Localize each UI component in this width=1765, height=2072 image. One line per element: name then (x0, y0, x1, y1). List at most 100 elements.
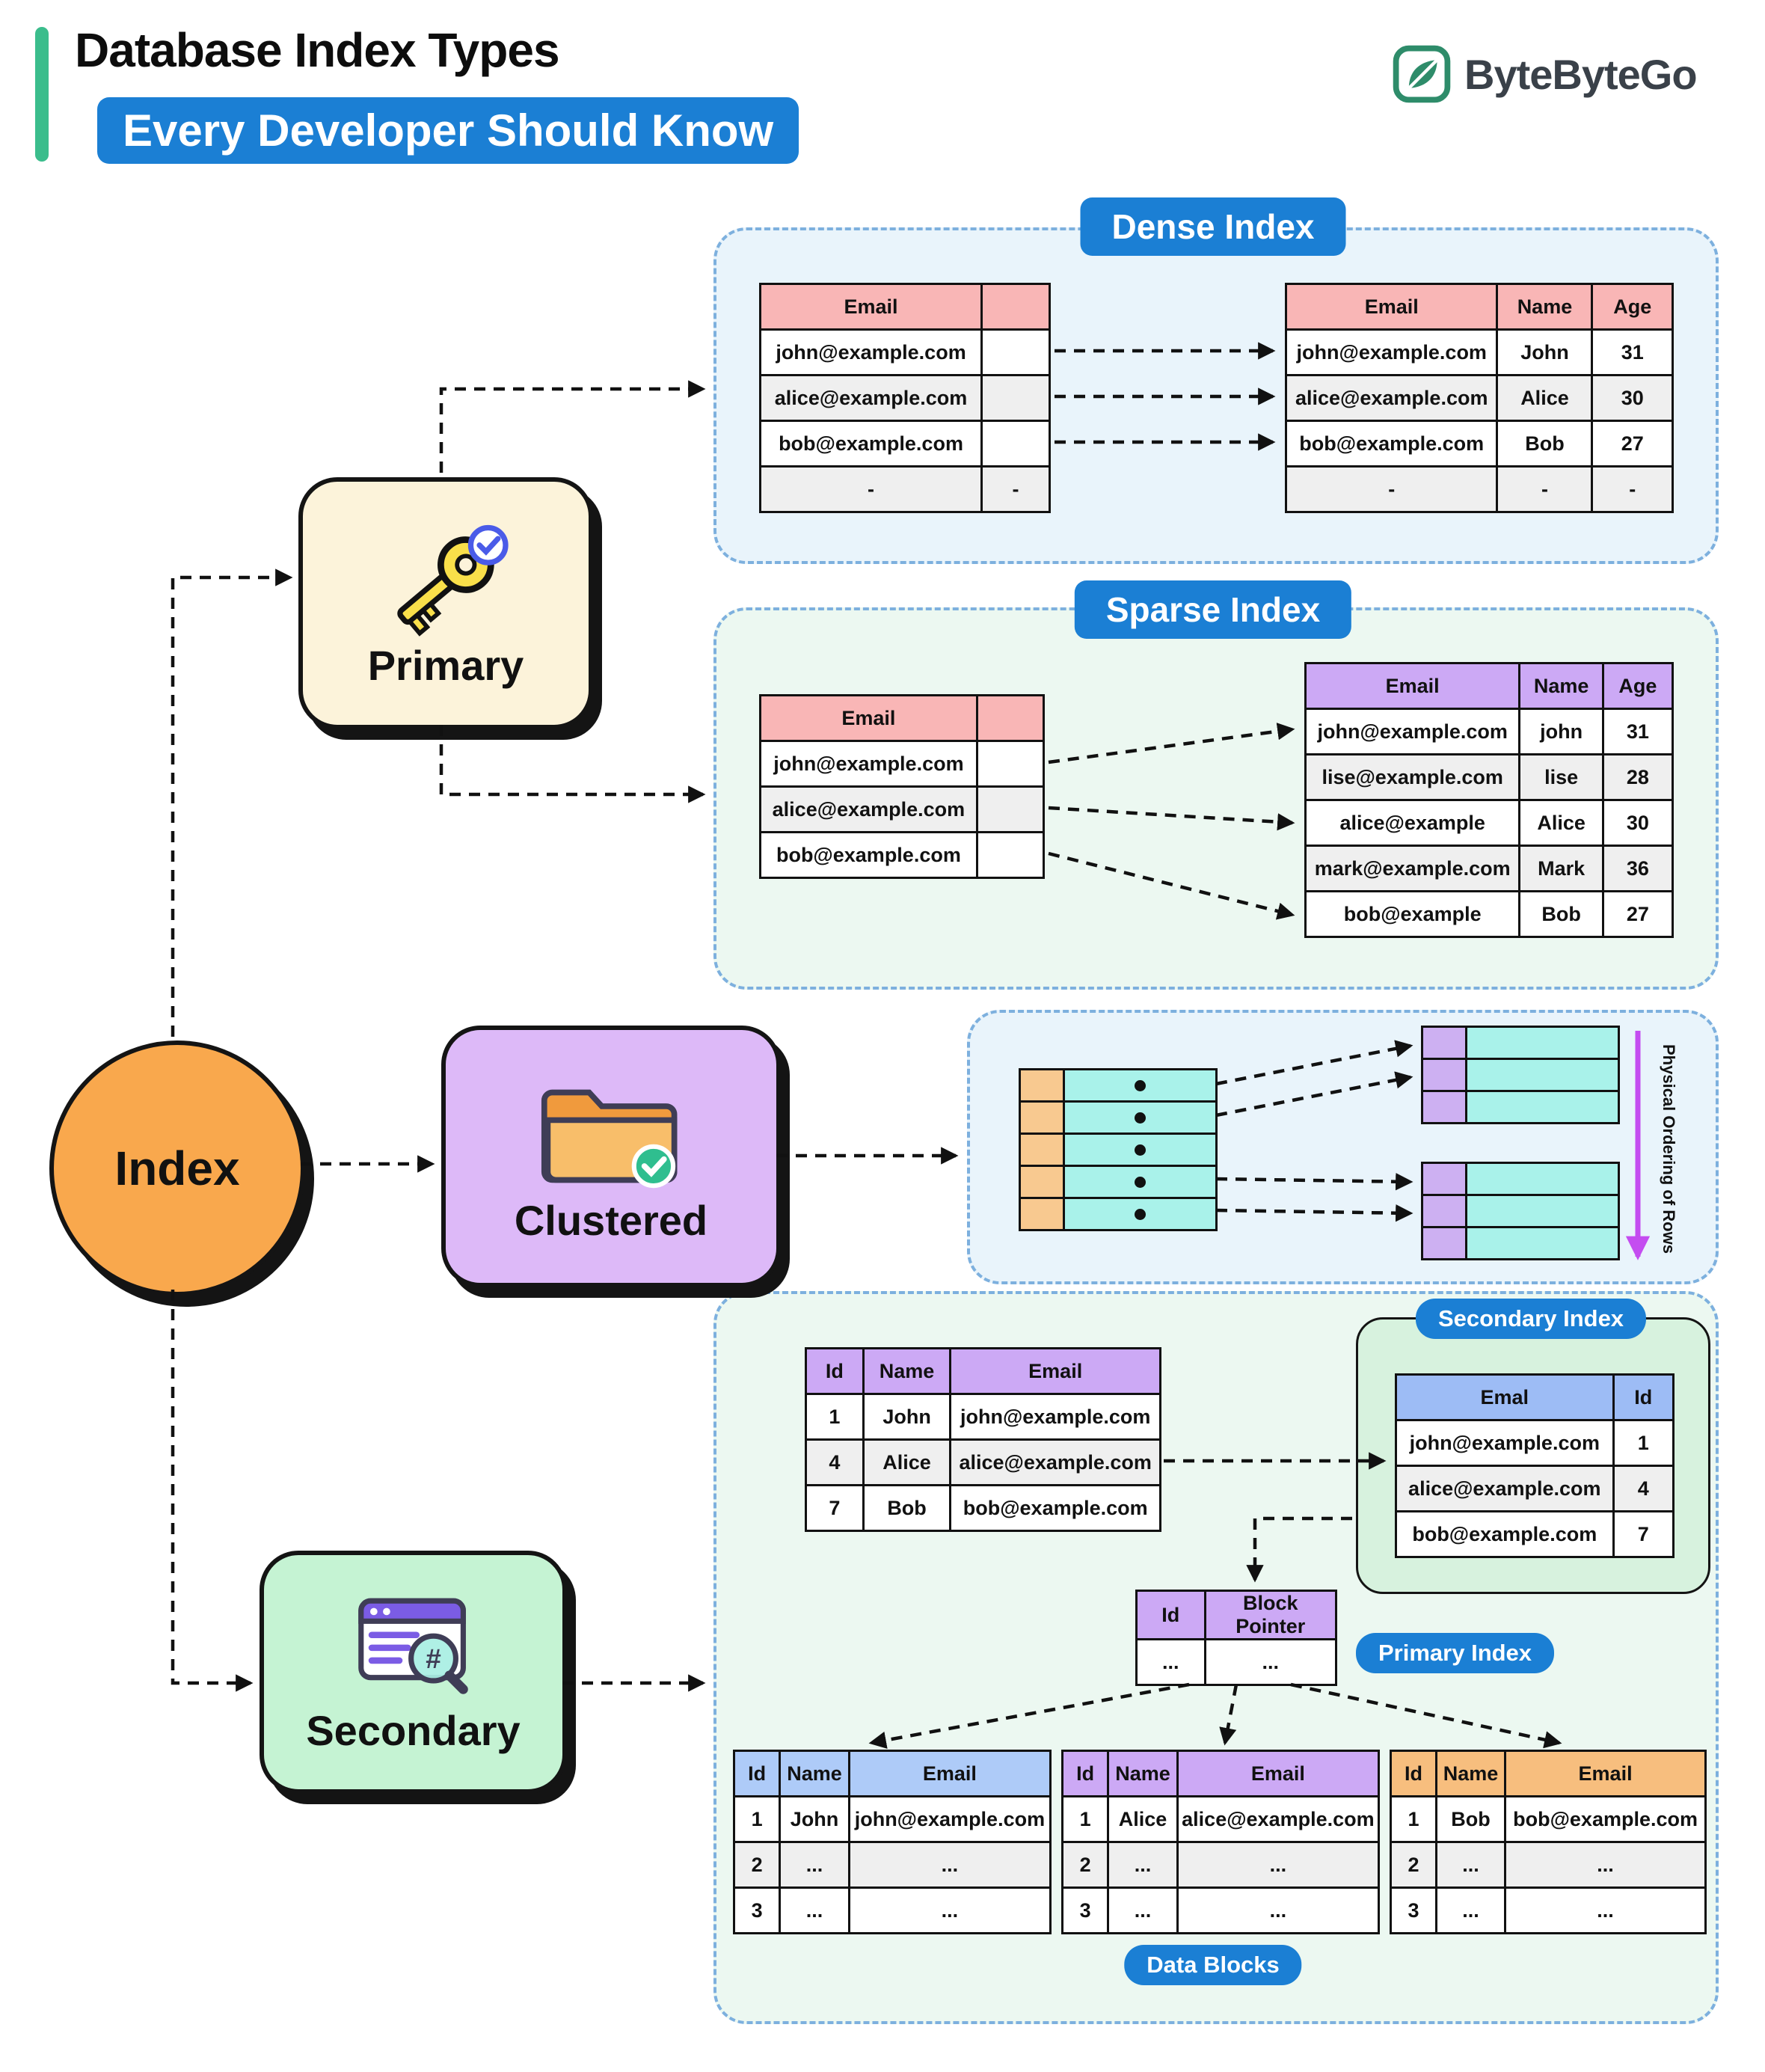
data-cell (1467, 1028, 1618, 1058)
key-cell (1423, 1164, 1467, 1194)
column-header: Email (847, 1750, 1052, 1797)
table-cell: alice@example (1304, 799, 1521, 847)
key-cell (1021, 1070, 1065, 1100)
table-cell: - (758, 465, 983, 513)
table-cell: ... (1176, 1841, 1381, 1889)
data-cell (1467, 1228, 1618, 1258)
row-dot (1135, 1176, 1146, 1188)
table-cell: 1 (732, 1795, 782, 1843)
table-cell: John (862, 1393, 952, 1441)
table-row: 3...... (1390, 1886, 1707, 1934)
cluster-row (1423, 1092, 1618, 1122)
table-cell: john@example.com (1304, 708, 1521, 755)
table-cell: ... (1135, 1638, 1206, 1686)
table-cell: ... (1176, 1886, 1381, 1934)
key-cell (1423, 1092, 1467, 1122)
table-cell: 1 (805, 1393, 865, 1441)
secondary-node: # Secondary (260, 1551, 567, 1794)
data-cell (1065, 1199, 1215, 1229)
primary-node-label: Primary (367, 642, 524, 689)
table-row: --- (1284, 465, 1674, 513)
title-accent-bar (35, 27, 49, 162)
table-cell: 1 (1390, 1795, 1437, 1843)
folder-check-icon (541, 1089, 678, 1189)
dense-index-badge-label: Dense Index (1111, 207, 1315, 246)
table-cell: bob@example.com (759, 831, 978, 879)
table-row: 2...... (732, 1841, 1052, 1889)
table-row: -- (758, 465, 1051, 513)
cluster-row (1423, 1164, 1618, 1196)
column-header: Email (1304, 662, 1521, 710)
table-cell: alice@example.com (1395, 1465, 1615, 1512)
arrow-index-to-primary (171, 568, 293, 1037)
table-cell: bob@example.com (1395, 1510, 1615, 1558)
table-row: john@example.com (758, 328, 1051, 376)
key-cell (1021, 1167, 1065, 1197)
data-cell (1467, 1196, 1618, 1226)
secondary-index-badge-label: Secondary Index (1437, 1305, 1624, 1331)
bytebytego-logo-icon (1393, 45, 1451, 103)
secondary-index-badge: Secondary Index (1415, 1299, 1647, 1339)
table-cell: alice@example.com (949, 1438, 1161, 1486)
data-cell (1065, 1135, 1215, 1165)
column-header: Age (1601, 662, 1675, 710)
key-cell (1021, 1103, 1065, 1132)
column-header: Id (732, 1750, 782, 1797)
table-cell: ... (1107, 1841, 1179, 1889)
brand-name: ByteByteGo (1464, 50, 1698, 98)
table-cell: Alice (1496, 374, 1594, 422)
table-cell: 2 (1390, 1841, 1437, 1889)
table-cell: 3 (1390, 1886, 1437, 1934)
table-cell: john@example.com (758, 328, 983, 376)
table-cell (975, 785, 1046, 833)
table-cell (975, 831, 1046, 879)
table-cell: 30 (1601, 799, 1675, 847)
dense-index-badge: Dense Index (1080, 197, 1346, 256)
table-row: 3...... (732, 1886, 1052, 1934)
table-cell: Alice (1107, 1795, 1179, 1843)
primary-index-badge: Primary Index (1356, 1633, 1555, 1673)
table-row: alice@example.com (759, 785, 1046, 833)
table-cell: ... (1107, 1886, 1179, 1934)
table-cell: ... (847, 1841, 1052, 1889)
table-cell: 31 (1591, 328, 1674, 376)
table-cell: lise@example.com (1304, 753, 1521, 801)
table-cell: 30 (1591, 374, 1674, 422)
table-cell: mark@example.com (1304, 845, 1521, 892)
table-cell: 7 (1612, 1510, 1675, 1558)
column-header: Name (862, 1347, 952, 1395)
table-cell (980, 374, 1051, 422)
column-header: Block Pointer (1203, 1590, 1338, 1640)
column-header: Name (1434, 1750, 1507, 1797)
cluster-row (1021, 1167, 1215, 1199)
table-cell: ... (779, 1841, 850, 1889)
table-cell: Alice (1518, 799, 1604, 847)
table-cell: Bob (1434, 1795, 1507, 1843)
table-cell: John (1496, 328, 1594, 376)
data-cell (1065, 1103, 1215, 1132)
table-cell: bob@example.com (1504, 1795, 1707, 1843)
clustered-node-label: Clustered (514, 1197, 708, 1244)
table-cell: ... (847, 1886, 1052, 1934)
key-cell (1423, 1196, 1467, 1226)
arrow-primary-to-sparse (439, 725, 706, 803)
column-header: Name (1496, 283, 1594, 331)
key-cell (1423, 1028, 1467, 1058)
table-cell (980, 420, 1051, 468)
column-header: Id (1390, 1750, 1437, 1797)
column-header: Email (759, 694, 978, 742)
table-row: 2...... (1390, 1841, 1707, 1889)
